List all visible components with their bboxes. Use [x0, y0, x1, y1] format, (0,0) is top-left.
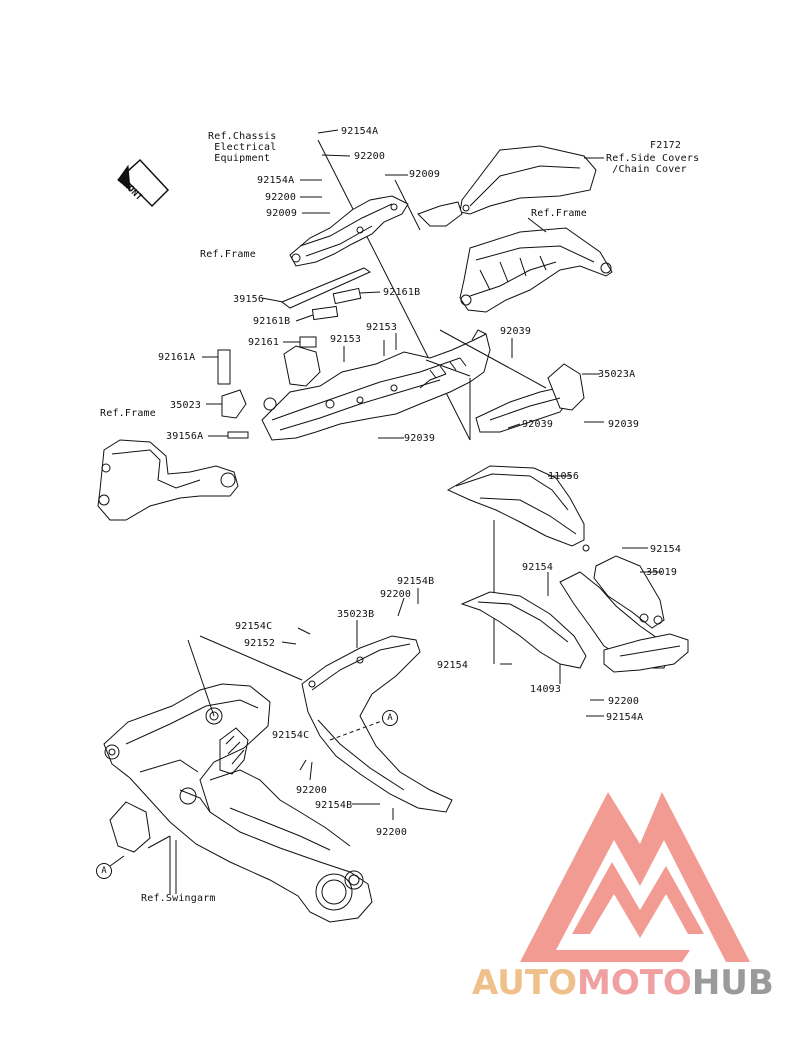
part-92154A-right[interactable]: 92154A: [606, 712, 644, 723]
part-92039-c[interactable]: 92039: [404, 433, 436, 444]
part-92161B-left[interactable]: 92161B: [253, 316, 291, 327]
ref-chassis-electrical-label: Ref.Chassis Electrical Equipment: [208, 131, 277, 164]
swingarm: [103, 683, 373, 923]
part-92161B-right[interactable]: 92161B: [383, 287, 421, 298]
part-92009-right[interactable]: 92009: [409, 169, 441, 180]
upper-bracket: [289, 195, 409, 267]
part-92154-a[interactable]: 92154: [650, 544, 682, 555]
part-92154-b[interactable]: 92154: [522, 562, 554, 573]
diagram-code: F2172: [650, 140, 682, 151]
ref-swingarm-label: Ref.Swingarm: [141, 893, 216, 904]
watermark-auto: AUTO: [472, 963, 577, 1003]
watermark-moto: MOTO: [576, 963, 692, 1003]
part-92154A-left[interactable]: 92154A: [257, 175, 295, 186]
part-92200-left[interactable]: 92200: [265, 192, 297, 203]
part-92200-top[interactable]: 92200: [354, 151, 386, 162]
part-92039-b[interactable]: 92039: [608, 419, 640, 430]
part-92154A-top[interactable]: 92154A: [341, 126, 379, 137]
part-92039-d[interactable]: 92039: [522, 419, 554, 430]
part-92200-mid[interactable]: 92200: [380, 589, 412, 600]
ref-frame-right-label: Ref.Frame: [531, 208, 587, 219]
part-92154C-low[interactable]: 92154C: [272, 730, 310, 741]
undertray: [261, 329, 491, 441]
part-14093[interactable]: 14093: [530, 684, 562, 695]
rear-fender: [446, 465, 590, 552]
part-92154B-top[interactable]: 92154B: [397, 576, 435, 587]
license-bracket: [559, 555, 689, 673]
part-92154-c[interactable]: 92154: [437, 660, 469, 671]
callout-a-upper: A: [382, 710, 398, 726]
part-39156A[interactable]: 39156A: [166, 431, 204, 442]
part-92152[interactable]: 92152: [244, 638, 276, 649]
part-92200-low[interactable]: 92200: [296, 785, 328, 796]
part-39156[interactable]: 39156: [233, 294, 265, 305]
part-35023B[interactable]: 35023B: [337, 609, 375, 620]
ref-frame-left-label: Ref.Frame: [100, 408, 156, 419]
chain-guard: [301, 635, 453, 813]
watermark-hub: HUB: [691, 963, 774, 1003]
splash-guard: [460, 591, 587, 669]
part-92039-a[interactable]: 92039: [500, 326, 532, 337]
front-arrow-icon: [117, 158, 170, 208]
part-92200-right[interactable]: 92200: [608, 696, 640, 707]
part-92154B-low[interactable]: 92154B: [315, 800, 353, 811]
part-92154C-top[interactable]: 92154C: [235, 621, 273, 632]
part-92161A[interactable]: 92161A: [158, 352, 196, 363]
part-92009-left[interactable]: 92009: [266, 208, 298, 219]
part-92200-bottom[interactable]: 92200: [376, 827, 408, 838]
left-frame: [97, 439, 239, 521]
part-35019[interactable]: 35019: [646, 567, 678, 578]
part-92153-a[interactable]: 92153: [366, 322, 398, 333]
callout-a-lower: A: [96, 863, 112, 879]
ref-side-covers-label: Ref.Side Covers /Chain Cover: [606, 153, 700, 175]
part-92153-b[interactable]: 92153: [330, 334, 362, 345]
side-cover: [417, 145, 597, 227]
part-92161[interactable]: 92161: [248, 337, 280, 348]
rear-cover: [475, 363, 585, 433]
right-frame: [459, 227, 613, 313]
ref-frame-top-label: Ref.Frame: [200, 249, 256, 260]
part-35023[interactable]: 35023: [170, 400, 202, 411]
part-35023A[interactable]: 35023A: [598, 369, 636, 380]
watermark-text: AUTOMOTOHUB: [472, 963, 774, 1003]
part-11056[interactable]: 11056: [548, 471, 580, 482]
